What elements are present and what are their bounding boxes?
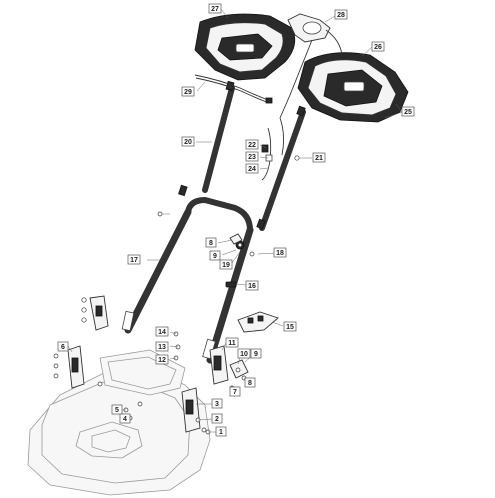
svg-text:17: 17 <box>130 257 138 264</box>
part-label-29: 29 <box>181 86 195 97</box>
cable-clips-22-24 <box>261 117 285 181</box>
part-label-4: 4 <box>119 413 131 424</box>
part-label-9-upper: 9 <box>209 250 221 261</box>
mower-deck <box>27 349 211 496</box>
part-label-12: 12 <box>155 354 169 365</box>
part-label-19: 19 <box>219 259 233 270</box>
part-label-25: 25 <box>401 106 415 117</box>
bracket-15 <box>237 311 279 333</box>
part-label-6: 6 <box>57 341 69 352</box>
svg-text:14: 14 <box>158 329 166 336</box>
part-label-7: 7 <box>229 386 241 397</box>
handle-cover-26 <box>297 52 409 123</box>
svg-text:7: 7 <box>233 389 237 396</box>
part-label-14: 14 <box>155 326 169 337</box>
svg-text:2: 2 <box>215 416 219 423</box>
part-label-1: 1 <box>215 426 227 437</box>
part-label-26: 26 <box>371 41 385 52</box>
svg-text:27: 27 <box>211 6 219 13</box>
svg-text:8: 8 <box>209 240 213 247</box>
svg-text:1: 1 <box>219 429 223 436</box>
control-lever-28 <box>279 13 343 119</box>
part-label-24: 24 <box>245 163 259 174</box>
svg-text:22: 22 <box>248 142 256 149</box>
hardware-12-14 <box>173 331 181 361</box>
screw-21 <box>294 155 312 161</box>
svg-text:9: 9 <box>213 253 217 260</box>
left-bracket-6 <box>53 345 103 389</box>
svg-text:21: 21 <box>315 155 323 162</box>
svg-text:15: 15 <box>286 324 294 331</box>
svg-text:3: 3 <box>215 401 219 408</box>
svg-text:26: 26 <box>374 44 382 51</box>
screw-upper-left <box>157 211 170 217</box>
clamp-16 <box>225 281 237 288</box>
svg-text:19: 19 <box>222 262 230 269</box>
svg-text:6: 6 <box>61 344 65 351</box>
cable-29 <box>194 74 273 104</box>
part-label-18: 18 <box>273 247 287 258</box>
part-label-13: 13 <box>155 341 169 352</box>
leader-lines <box>67 8 403 433</box>
handle-assembly <box>121 80 306 364</box>
part-label-9-lower: 9 <box>250 348 262 359</box>
svg-text:10: 10 <box>240 351 248 358</box>
svg-text:12: 12 <box>158 357 166 364</box>
part-label-2: 2 <box>211 413 223 424</box>
svg-text:29: 29 <box>184 89 192 96</box>
right-bracket-11 <box>209 345 249 391</box>
part-label-28: 28 <box>334 9 348 20</box>
svg-text:18: 18 <box>276 250 284 257</box>
handle-cover-27 <box>194 13 296 81</box>
svg-text:16: 16 <box>248 283 256 290</box>
part-label-15: 15 <box>283 321 297 332</box>
svg-text:8: 8 <box>248 380 252 387</box>
part-label-8-upper: 8 <box>205 237 217 248</box>
left-bracket-upper <box>81 295 109 331</box>
part-label-27: 27 <box>208 3 222 14</box>
part-label-22: 22 <box>245 139 259 150</box>
part-label-11: 11 <box>225 337 239 348</box>
part-label-21: 21 <box>312 152 326 163</box>
svg-text:20: 20 <box>184 139 192 146</box>
part-label-8-lower: 8 <box>244 377 256 388</box>
svg-text:25: 25 <box>404 109 412 116</box>
part-label-23: 23 <box>245 151 259 162</box>
part-label-10: 10 <box>237 348 251 359</box>
part-label-3: 3 <box>211 398 223 409</box>
svg-text:11: 11 <box>228 340 236 347</box>
part-label-5: 5 <box>111 404 123 415</box>
svg-text:13: 13 <box>158 344 166 351</box>
svg-text:24: 24 <box>248 166 256 173</box>
svg-text:4: 4 <box>123 416 127 423</box>
part-labels: 27 28 26 25 29 20 22 23 <box>57 3 415 437</box>
part-label-17: 17 <box>127 254 141 265</box>
part-label-16: 16 <box>245 280 259 291</box>
knob-assembly-19 <box>229 233 255 257</box>
svg-text:23: 23 <box>248 154 256 161</box>
svg-text:5: 5 <box>115 407 119 414</box>
svg-text:9: 9 <box>254 351 258 358</box>
bracket-3 <box>181 387 211 435</box>
part-label-20: 20 <box>181 136 195 147</box>
svg-text:28: 28 <box>337 12 345 19</box>
